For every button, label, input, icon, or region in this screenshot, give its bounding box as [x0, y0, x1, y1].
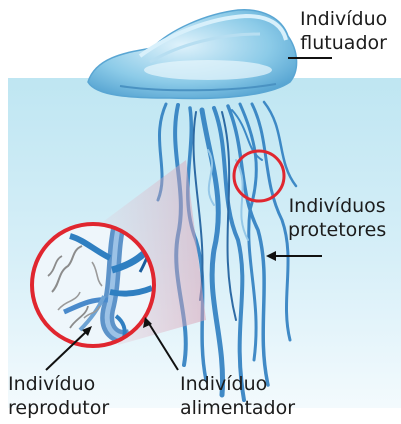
label-protect-line2: protetores	[288, 218, 386, 242]
label-float: Indivíduo flutuador	[300, 7, 387, 55]
label-protect: Indivíduos protetores	[288, 194, 386, 242]
float-sac	[88, 10, 297, 99]
label-float-line2: flutuador	[300, 31, 387, 55]
label-protect-line1: Indivíduos	[288, 194, 386, 218]
label-repro: Indivíduo reprodutor	[8, 372, 109, 420]
label-repro-line1: Indivíduo	[8, 372, 109, 396]
label-repro-line2: reprodutor	[8, 396, 109, 420]
label-feed-line1: Indivíduo	[180, 372, 295, 396]
label-feed-line2: alimentador	[180, 396, 295, 420]
label-float-line1: Indivíduo	[300, 7, 387, 31]
label-feed: Indivíduo alimentador	[180, 372, 295, 420]
